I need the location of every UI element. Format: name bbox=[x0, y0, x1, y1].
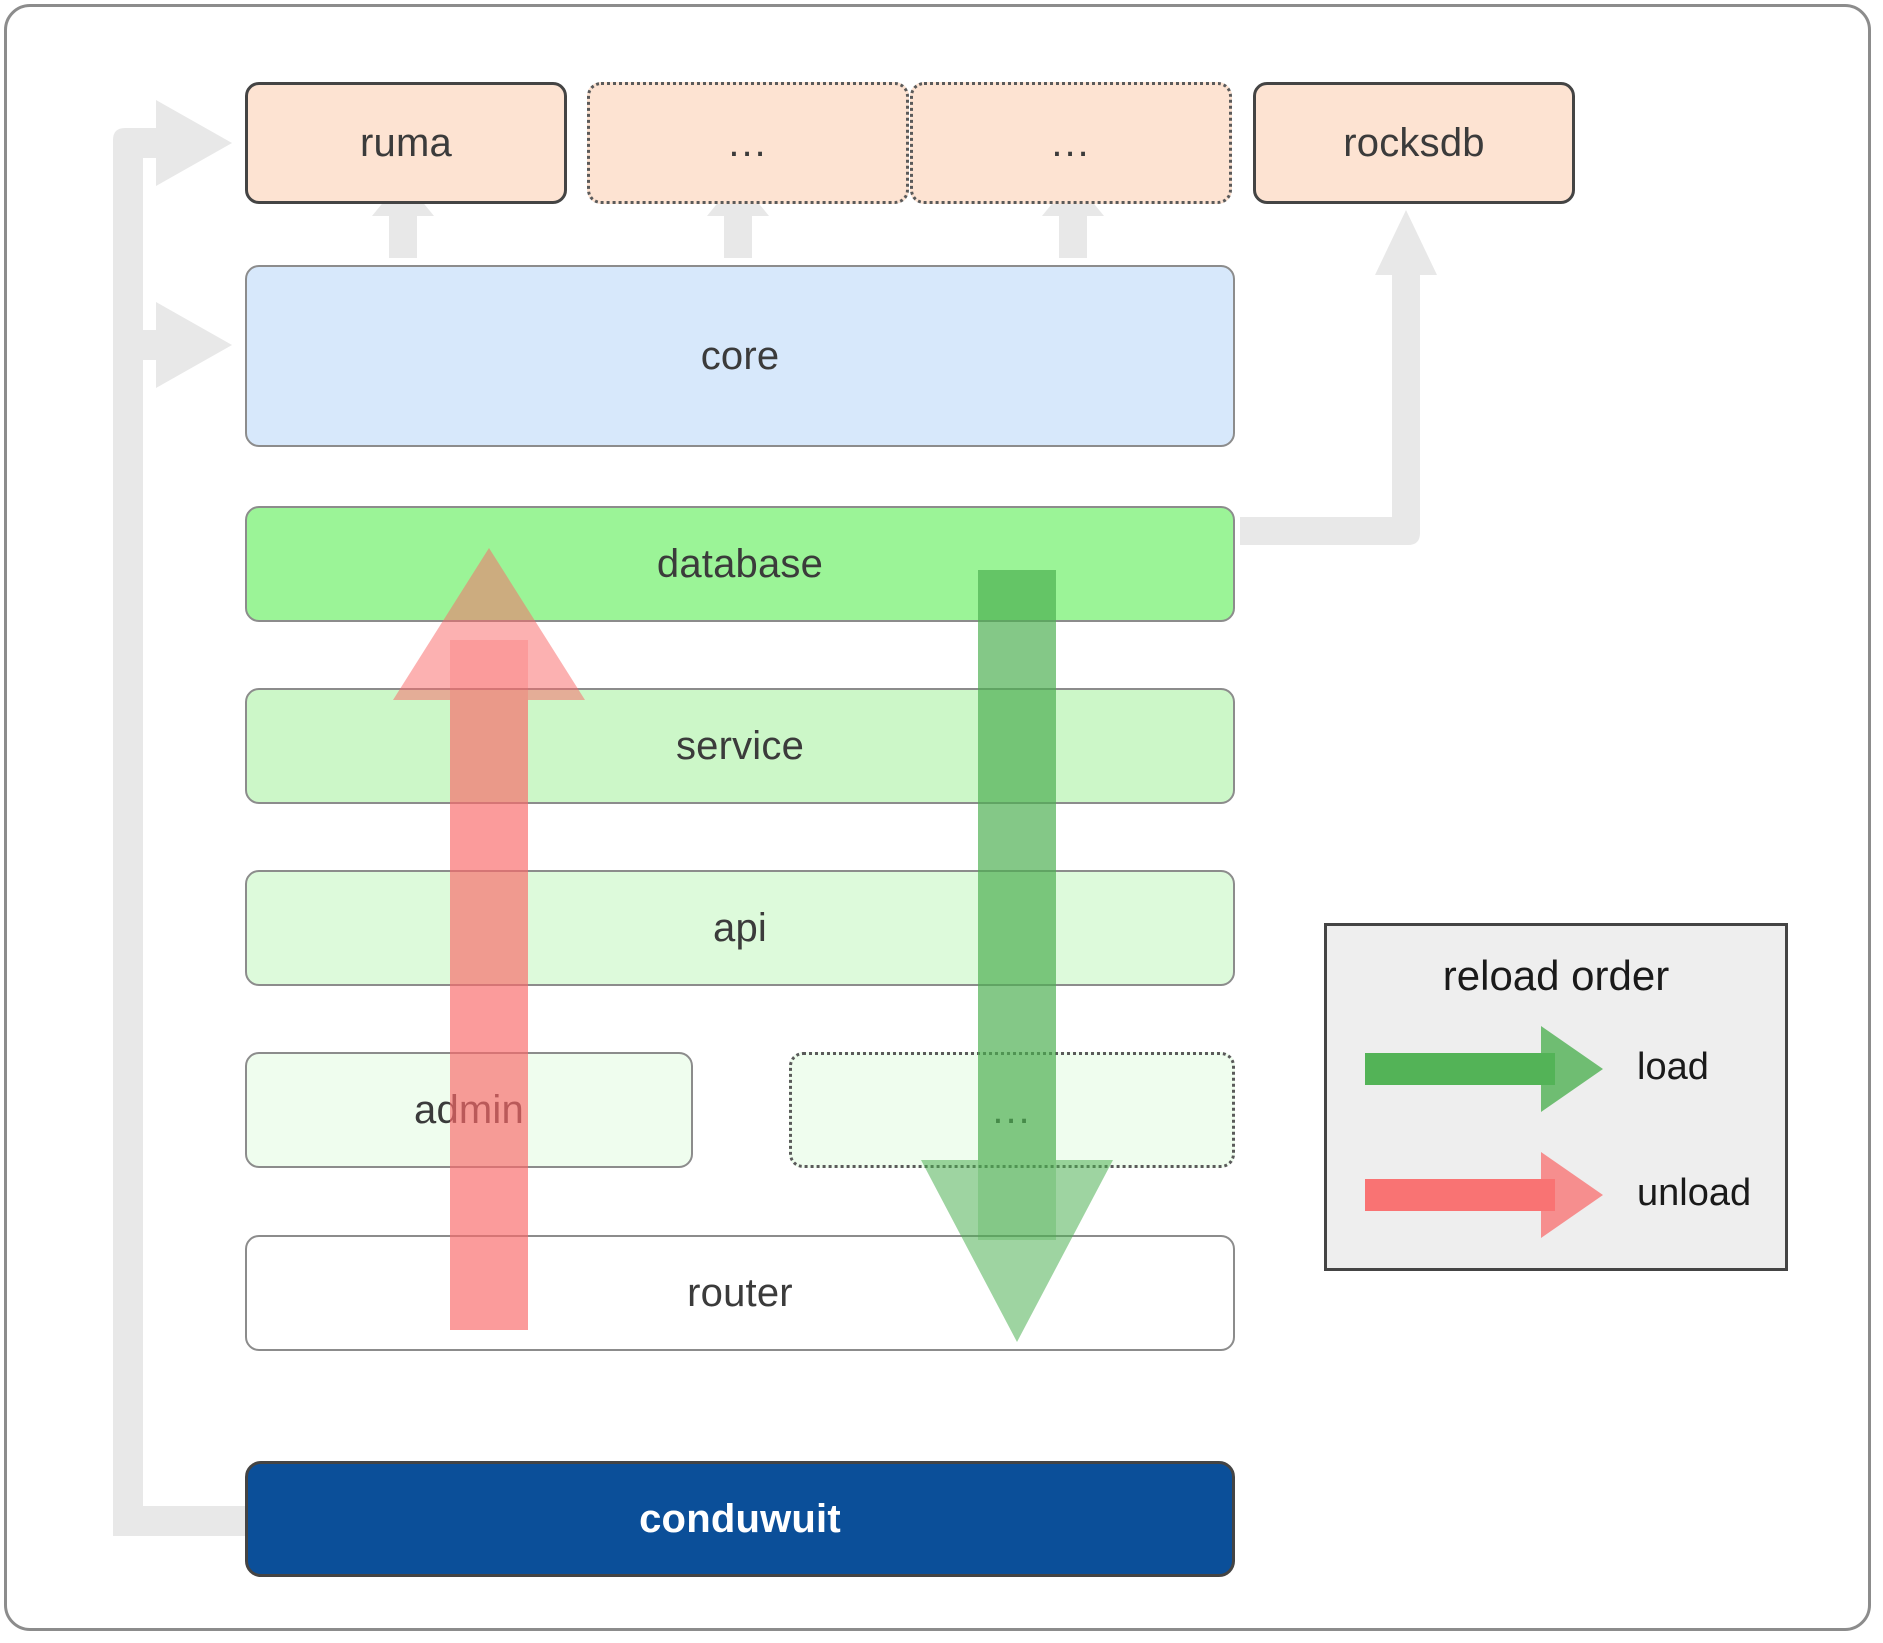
layer-box-api[interactable]: api bbox=[245, 870, 1235, 986]
layer-label-database: database bbox=[656, 541, 824, 586]
legend-title: reload order bbox=[1442, 952, 1670, 999]
layer-label-service: service bbox=[675, 723, 805, 768]
layer-box-ellipsis[interactable]: ... bbox=[789, 1052, 1235, 1168]
dependency-label-rocksdb: rocksdb bbox=[1343, 120, 1485, 165]
dependency-box-rocksdb[interactable]: rocksdb bbox=[1253, 82, 1575, 204]
layer-label-ellipsis: ... bbox=[992, 1088, 1032, 1132]
legend-swatch-unload bbox=[1365, 1152, 1603, 1238]
layer-label-api: api bbox=[713, 905, 767, 950]
layer-label-router: router bbox=[687, 1270, 793, 1315]
dependency-label-ellipsis-1: ... bbox=[728, 121, 768, 165]
dependency-box-ellipsis-2[interactable]: ... bbox=[910, 82, 1232, 204]
root-label-conduwuit: conduwuit bbox=[639, 1496, 841, 1541]
layer-box-database[interactable]: database bbox=[245, 506, 1235, 622]
layer-label-core: core bbox=[700, 333, 780, 378]
diagram-frame bbox=[4, 4, 1871, 1631]
layer-label-admin: admin bbox=[414, 1087, 524, 1132]
layer-box-admin[interactable]: admin bbox=[245, 1052, 693, 1168]
legend-label-unload: unload bbox=[1637, 1172, 1752, 1214]
legend-swatch-load bbox=[1365, 1026, 1603, 1112]
layer-box-core[interactable]: core bbox=[245, 265, 1235, 447]
root-box-conduwuit[interactable]: conduwuit bbox=[245, 1461, 1235, 1577]
layer-box-router[interactable]: router bbox=[245, 1235, 1235, 1351]
dependency-label-ruma: ruma bbox=[360, 120, 452, 165]
dependency-label-ellipsis-2: ... bbox=[1051, 121, 1091, 165]
legend-panel: reload order load unload bbox=[1324, 923, 1788, 1271]
dependency-box-ruma[interactable]: ruma bbox=[245, 82, 567, 204]
layer-box-service[interactable]: service bbox=[245, 688, 1235, 804]
legend-label-load: load bbox=[1637, 1046, 1709, 1088]
dependency-box-ellipsis-1[interactable]: ... bbox=[587, 82, 909, 204]
